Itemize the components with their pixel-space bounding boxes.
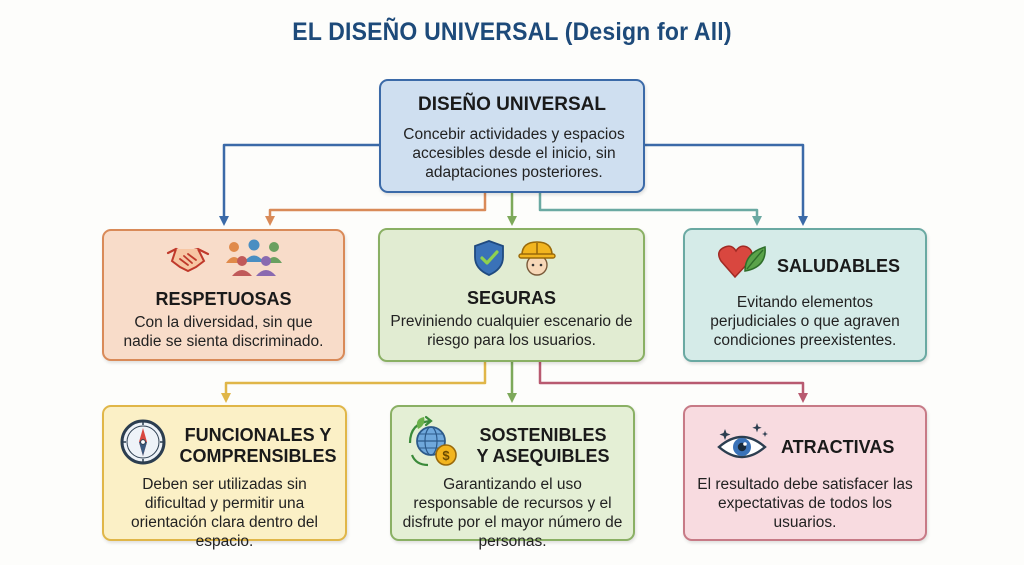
connector-to-saludables-teal <box>540 193 757 221</box>
principle-title-sostenibles-line2: Y ASEQUIBLES <box>468 446 618 466</box>
connector-to-saludables-blue <box>645 145 803 221</box>
principle-box-sostenibles: $ SOSTENIBLES Y ASEQUIBLES Garantizando … <box>390 405 635 541</box>
principle-description-atractivas: El resultado debe satisfacer las expecta… <box>695 475 915 532</box>
principle-box-saludables: SALUDABLES Evitando elementos perjudicia… <box>683 228 927 362</box>
hard-hat-icon <box>516 238 558 278</box>
principle-title-saludables: SALUDABLES <box>777 256 900 276</box>
shield-check-icon <box>472 239 506 277</box>
principle-box-funcionales: FUNCIONALES Y COMPRENSIBLES Deben ser ut… <box>102 405 347 541</box>
principle-description-saludables: Evitando elementos perjudiciales o que a… <box>695 293 915 350</box>
handshake-icon <box>166 241 210 275</box>
people-group-icon <box>222 237 286 277</box>
eye-sparkle-icon <box>715 421 773 463</box>
heart-leaf-icon <box>717 241 769 281</box>
principle-title-atractivas: ATRACTIVAS <box>781 437 894 457</box>
principle-title-funcionales-line1: FUNCIONALES Y <box>178 425 338 445</box>
principle-title-funcionales-line2: COMPRENSIBLES <box>178 446 338 466</box>
connector-to-atractivas-pink <box>540 362 803 398</box>
central-concept-title: DISEÑO UNIVERSAL <box>381 95 643 115</box>
principle-box-respetuosas: RESPETUOSAS Con la diversidad, sin que n… <box>102 229 345 361</box>
central-concept-box: DISEÑO UNIVERSAL Concebir actividades y … <box>379 79 645 193</box>
page-title: EL DISEÑO UNIVERSAL (Design for All) <box>41 18 983 47</box>
principle-description-funcionales: Deben ser utilizadas sin dificultad y pe… <box>114 475 335 551</box>
principle-description-seguras: Previniendo cualquier escenario de riesg… <box>390 312 633 350</box>
principle-title-sostenibles-line1: SOSTENIBLES <box>468 425 618 445</box>
globe-dollar-icon: $ <box>404 415 460 469</box>
connector-to-respetuosas-orange <box>270 193 485 221</box>
svg-text:$: $ <box>442 448 450 463</box>
connector-to-respetuosas-blue <box>224 145 379 221</box>
principle-box-atractivas: ATRACTIVAS El resultado debe satisfacer … <box>683 405 927 541</box>
principle-description-sostenibles: Garantizando el uso responsable de recur… <box>402 475 623 551</box>
central-concept-description: Concebir actividades y espacios accesibl… <box>395 125 633 182</box>
principle-description-respetuosas: Con la diversidad, sin que nadie se sien… <box>114 313 333 351</box>
principle-title-seguras: SEGURAS <box>380 288 643 308</box>
compass-icon <box>118 417 168 467</box>
connector-to-funcionales-yellow <box>226 362 485 398</box>
principle-title-respetuosas: RESPETUOSAS <box>104 289 343 309</box>
principle-box-seguras: SEGURAS Previniendo cualquier escenario … <box>378 228 645 362</box>
